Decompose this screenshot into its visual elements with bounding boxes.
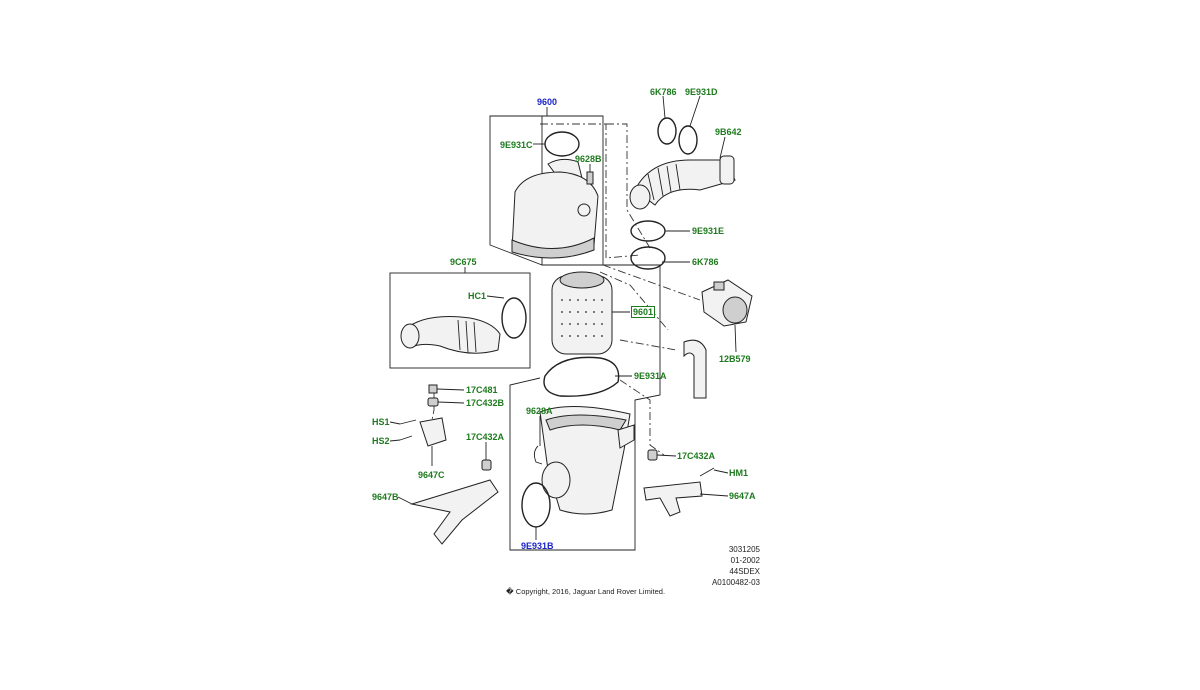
callout-6k786-mid[interactable]: 6K786 — [692, 257, 719, 267]
callout-hs2[interactable]: HS2 — [372, 436, 390, 446]
callout-17c481[interactable]: 17C481 — [466, 385, 498, 395]
callout-17c432a-left[interactable]: 17C432A — [466, 432, 505, 442]
callout-9601[interactable]: 9601 — [631, 306, 656, 318]
clip-9628a — [533, 445, 543, 465]
callout-9600[interactable]: 9600 — [537, 97, 558, 107]
part-17c481 — [428, 384, 438, 394]
callout-6k786-top[interactable]: 6K786 — [650, 87, 677, 97]
callout-9c675[interactable]: 9C675 — [450, 257, 477, 267]
assembly-9600-outline-lower — [509, 264, 661, 551]
callout-9628a[interactable]: 9628A — [526, 406, 553, 416]
air-cleaner-cover — [511, 158, 599, 259]
mass-air-flow-sensor-12b579 — [701, 279, 753, 327]
callout-9647c[interactable]: 9647C — [418, 470, 445, 480]
bracket-9647b — [410, 479, 499, 545]
callout-hm1[interactable]: HM1 — [729, 468, 749, 478]
callout-17c432b[interactable]: 17C432B — [466, 398, 505, 408]
callout-9647b[interactable]: 9647B — [372, 492, 399, 502]
assembly-dash-line — [540, 123, 641, 259]
bolt-hs1 — [399, 419, 417, 425]
callout-9e931b[interactable]: 9E931B — [521, 541, 554, 551]
clamp-9e931b — [521, 482, 551, 528]
intake-duct-9c675 — [400, 316, 501, 354]
callout-hc1[interactable]: HC1 — [468, 291, 487, 301]
part-17c432a-right — [647, 449, 658, 461]
callout-9e931c[interactable]: 9E931C — [500, 140, 533, 150]
callout-17c432a-right[interactable]: 17C432A — [677, 451, 716, 461]
reference-line-3: 44SDEX — [729, 567, 760, 576]
callout-12b579[interactable]: 12B579 — [719, 354, 751, 364]
air-cleaner-housing — [539, 406, 635, 515]
leader-lines — [389, 95, 737, 540]
part-17c432b — [427, 397, 439, 407]
callout-9e931e[interactable]: 9E931E — [692, 226, 725, 236]
part-17c432a-left — [481, 459, 492, 471]
clamp-6k786-top — [657, 117, 677, 145]
group-box-9c675 — [389, 272, 531, 369]
seal-9e931a — [543, 356, 620, 397]
callout-9b642[interactable]: 9B642 — [715, 127, 742, 137]
clip-9628b — [586, 171, 594, 185]
outlet-tube — [683, 339, 707, 399]
reference-block: 3031205 01-2002 44SDEX A0100482-03 — [700, 544, 760, 588]
bolt-hm1 — [699, 467, 715, 477]
callout-hs1[interactable]: HS1 — [372, 417, 390, 427]
callout-9e931d[interactable]: 9E931D — [685, 87, 718, 97]
intake-hose-9b642 — [629, 155, 736, 210]
copyright-notice: � Copyright, 2016, Jaguar Land Rover Lim… — [506, 587, 666, 596]
callout-9628b[interactable]: 9628B — [575, 154, 602, 164]
bracket-9647c — [419, 417, 447, 447]
filter-element-9601 — [551, 271, 613, 355]
seal-ring-9e931c — [544, 131, 580, 157]
clamp-9e931e — [630, 220, 666, 242]
clamp-6k786-mid — [630, 246, 666, 270]
bolt-hs2 — [399, 435, 413, 441]
clamp-hc1 — [501, 297, 527, 339]
callout-9647a[interactable]: 9647A — [729, 491, 756, 501]
callout-9e931a[interactable]: 9E931A — [634, 371, 667, 381]
reference-line-4: A0100482-03 — [711, 578, 760, 587]
bracket-9647a — [643, 481, 703, 517]
reference-line-2: 01-2002 — [730, 556, 760, 565]
clamp-9e931d — [678, 125, 698, 155]
reference-line-1: 3031205 — [728, 545, 760, 554]
